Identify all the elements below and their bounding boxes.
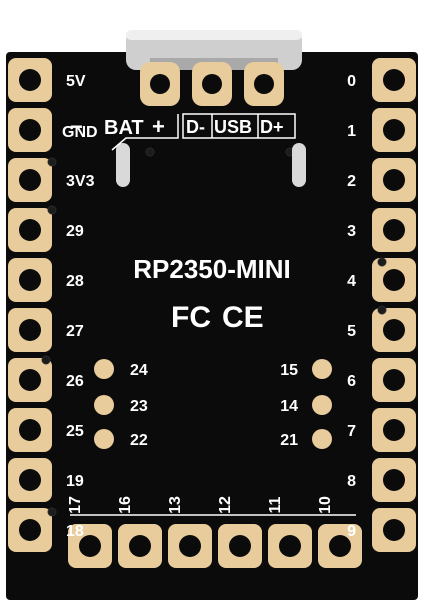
pin-label-26: 26: [66, 373, 84, 390]
pad-left-25: [8, 408, 52, 452]
usb-slot-right: [292, 143, 306, 187]
pin-label-27: 27: [66, 323, 84, 340]
pad-bottom-10: [318, 524, 362, 568]
pin-label-gnd: GND: [62, 124, 98, 141]
pin-label-28: 28: [66, 273, 84, 290]
usb-label: USB: [214, 117, 252, 137]
pin-label-13: 13: [167, 496, 184, 514]
pad-left-26: [8, 358, 52, 402]
pcb-body: [6, 52, 418, 600]
bat-plus-label: +: [152, 114, 165, 139]
pad-right-0: [372, 58, 416, 102]
bat-label: BAT: [104, 117, 144, 139]
pad-left-gnd: [8, 108, 52, 152]
pin-label-8: 8: [347, 473, 356, 490]
usb-pad-1: [140, 62, 180, 106]
pin-label-5: 5: [347, 323, 356, 340]
pin-label-7: 7: [347, 423, 356, 440]
inner-pad-15: [312, 359, 332, 379]
pin-label-10: 10: [317, 496, 334, 514]
pad-right-9: [372, 508, 416, 552]
pin-label-23: 23: [130, 398, 148, 415]
inner-pad-21: [312, 429, 332, 449]
pad-left-3v3: [8, 158, 52, 202]
pad-right-6: [372, 358, 416, 402]
pad-right-1: [372, 108, 416, 152]
pin-label-9: 9: [347, 523, 356, 540]
pad-left-29: [8, 208, 52, 252]
usb-pad-3: [244, 62, 284, 106]
pad-left-27: [8, 308, 52, 352]
pad-bottom-11: [268, 524, 312, 568]
pad-right-4: [372, 258, 416, 302]
pad-right-8: [372, 458, 416, 502]
pin-label-21: 21: [280, 432, 298, 449]
pad-left-19: [8, 458, 52, 502]
pin-label-11: 11: [267, 496, 284, 513]
pad-bottom-12: [218, 524, 262, 568]
pad-right-7: [372, 408, 416, 452]
pad-bottom-13: [168, 524, 212, 568]
fcc-logo: FC: [171, 301, 211, 334]
pin-label-3: 3: [347, 223, 356, 240]
d-plus-label: D+: [260, 117, 284, 137]
pin-label-15: 15: [280, 362, 298, 379]
pin-label-29: 29: [66, 223, 84, 240]
inner-pad-14: [312, 395, 332, 415]
pin-label-17: 17: [67, 496, 84, 514]
inner-pad-24: [94, 359, 114, 379]
usb-slot-left: [116, 143, 130, 187]
pad-right-2: [372, 158, 416, 202]
pad-bottom-17: [68, 524, 112, 568]
pin-label-6: 6: [347, 373, 356, 390]
pad-left-28: [8, 258, 52, 302]
pad-left-5v: [8, 58, 52, 102]
pad-right-5: [372, 308, 416, 352]
pad-bottom-16: [118, 524, 162, 568]
d-minus-label: D-: [186, 117, 205, 137]
pin-label-5v: 5V: [66, 73, 86, 90]
pin-label-1: 1: [347, 123, 356, 140]
bat-usb-label-block: [111, 113, 296, 151]
pin-label-3v3: 3V3: [66, 173, 95, 190]
pin-label-12: 12: [217, 496, 234, 514]
pin-label-19: 19: [66, 473, 84, 490]
inner-pad-22: [94, 429, 114, 449]
pin-label-25: 25: [66, 423, 84, 440]
pin-label-22: 22: [130, 432, 148, 449]
board-title: RP2350-MINI: [133, 254, 291, 284]
pin-label-14: 14: [280, 398, 298, 415]
pad-right-3: [372, 208, 416, 252]
board-vias: [41, 147, 387, 517]
pin-label-16: 16: [117, 496, 134, 514]
pin-label-18: 18: [66, 523, 84, 540]
usb-pad-2: [192, 62, 232, 106]
pin-label-24: 24: [130, 362, 148, 379]
pin-label-2: 2: [347, 173, 356, 190]
pad-left-18: [8, 508, 52, 552]
bat-minus-label: −: [70, 114, 83, 139]
inner-pad-23: [94, 395, 114, 415]
pin-label-0: 0: [347, 73, 356, 90]
pin-label-4: 4: [347, 273, 356, 290]
ce-logo: CE: [222, 301, 264, 334]
